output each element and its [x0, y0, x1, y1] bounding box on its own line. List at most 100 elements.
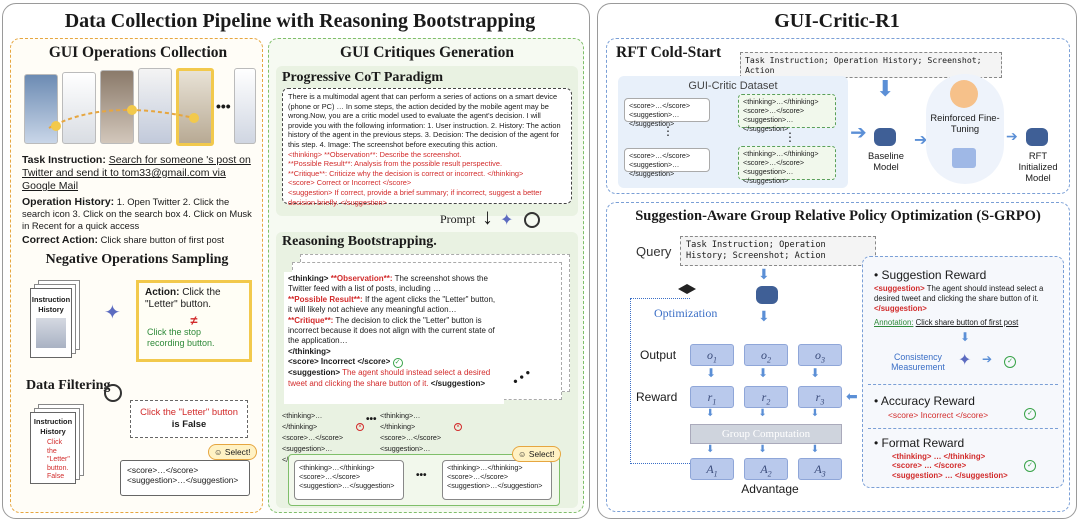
dataset-think: <thinking>…</thinking> [743, 97, 819, 106]
consistency-label: Consistency Measurement [891, 352, 945, 372]
cand-score: <score>…</score> [299, 472, 361, 481]
not-equal-symbol: ≠ [190, 313, 198, 328]
rft-title: RFT Cold-Start [616, 44, 722, 61]
rft-input-box: Task Instruction; Operation History; Scr… [740, 52, 1002, 78]
dataset-score: <score>…</score> [629, 101, 691, 110]
optimization-loop [630, 298, 690, 464]
baseline-to-rft-arrow-icon: ➔ [914, 132, 928, 149]
right-panel [597, 3, 1077, 519]
smile-icon: ☺ [518, 449, 527, 459]
dataset-sugg: <suggestion>…</suggestion> [629, 160, 680, 178]
phone-screenshot [138, 68, 172, 144]
consistency-arrow-icon: ➔ [982, 352, 993, 366]
critiques-title: GUI Critiques Generation [340, 44, 514, 61]
cand-think: <thinking>…</thinking> [299, 463, 375, 472]
grad-cap-icon [678, 284, 696, 294]
correct-action-label: Correct Action: [22, 234, 99, 246]
dataset-entry: <score>…</score> <suggestion>…</suggesti… [624, 98, 710, 128]
cand-score: <score>…</score> [447, 472, 509, 481]
boot-obs-key: **Observation**: [330, 274, 393, 283]
gui-operations-title: GUI Operations Collection [48, 44, 228, 61]
rft-to-init-arrow-icon: ➔ [1006, 128, 1018, 144]
dataset-entry-think: <thinking>…</thinking> <score>…</score> … [738, 94, 836, 133]
prompt-intro: There is a multimodal agent that can per… [288, 92, 561, 149]
accuracy-reward-text: <score> Incorrect </score> [888, 410, 989, 420]
query-down-arrow-icon: ⬇ [758, 266, 770, 282]
reward-divider [868, 384, 1058, 385]
candidate-dots: ••• [366, 414, 377, 425]
format-reward-lines: <thinking> … </thinking> <score> … </sco… [892, 452, 1008, 480]
boot-sugg-key: <suggestion> [288, 368, 341, 378]
cand-score: <score>…</score> [282, 433, 344, 442]
reinforced-label: Reinforced Fine-Tuning [930, 112, 1000, 134]
filter-doc-red-text: Click the "Letter" button. False [47, 439, 70, 481]
dataset-entry-think: <thinking>…</thinking> <score>…</score> … [738, 146, 836, 185]
format-reward-title: • Format Reward [874, 436, 965, 450]
policy-robot-icon [756, 286, 778, 304]
filter-doc-label: Instruction History [33, 417, 73, 436]
dataset-sugg: <suggestion>…</suggestion> [743, 115, 794, 133]
task-instruction: Task Instruction: Search for someone 's … [22, 154, 258, 193]
group-computation-box: Group Computation [690, 424, 842, 444]
more-screenshots-ellipsis: ••• [216, 98, 231, 114]
prompt-down-arrow-icon: ↓ [482, 204, 493, 229]
brain-icon [950, 80, 978, 108]
operation-history-text: 1. Open Twitter 2. Click the search icon… [22, 196, 252, 231]
advantage-a2: A2 [744, 458, 788, 480]
input-down-arrow-icon: ⬇ [876, 76, 895, 101]
task-instruction-label: Task Instruction: [22, 154, 106, 166]
query-label: Query [636, 244, 672, 259]
filter-claim-box: Click the "Letter" button is False [130, 400, 248, 438]
operation-history-label: Operation History: [22, 196, 115, 208]
selected-dots: ••• [416, 470, 427, 481]
cand-think: <thinking>…</thinking> [447, 463, 523, 472]
cand-think: <thinking>…</thinking> [380, 411, 421, 431]
prompt-line-4: <score> Correct or Incorrect </score> [288, 178, 412, 188]
policy-down-arrow-icon: ⬇ [758, 308, 770, 324]
check-icon: ✓ [1004, 356, 1016, 368]
boot-obs-value: The screenshot shows the Twitter feed wi… [288, 274, 488, 294]
boot-score: <score> Incorrect </score> [288, 357, 391, 367]
boot-think-close: </thinking> [288, 346, 331, 356]
ai-sparkle-icon: ✦ [104, 302, 121, 324]
phone-screenshot [234, 68, 256, 144]
check-icon: ✓ [1024, 460, 1036, 472]
neg-doc-label: Instruction History [31, 295, 71, 314]
prompt-line-5: <suggestion> If correct, provide a brief… [288, 187, 542, 207]
dataset-to-model-arrow-icon: ➔ [850, 122, 867, 144]
filter-select-text: Select! [224, 447, 251, 457]
swipe-arrow-icon [48, 105, 199, 131]
dataset-title: GUI-Critic Dataset [688, 80, 778, 92]
filter-select-badge: ☺ Select! [208, 444, 257, 460]
prompt-line-3: **Critique**: Criticize why the decision… [288, 168, 524, 178]
group-arrows-icon: ⬇⬇⬇ [706, 444, 864, 455]
boot-cri-value: The decision to click the "Letter" butto… [288, 315, 495, 346]
advantage-a1: A1 [690, 458, 734, 480]
selected-candidate-box: <thinking>…</thinking> <score>…</score> … [294, 460, 404, 500]
phone-screenshot [62, 72, 96, 144]
accuracy-reward-title: • Accuracy Reward [874, 394, 975, 408]
filter-claim-black: is False [171, 418, 207, 429]
prompt-box: There is a multimodal agent that can per… [282, 88, 572, 207]
ai-sparkle-icon: ✦ [958, 352, 972, 369]
neg-action-box: Action: Click the "Letter" button. ≠ Cli… [136, 280, 252, 362]
cross-icon: × [454, 423, 462, 431]
left-panel [2, 3, 590, 519]
dataset-entry: <score>…</score> <suggestion>…</suggesti… [624, 148, 710, 178]
dataset-sugg: <suggestion>…</suggestion> [629, 110, 680, 128]
cand-think: <thinking>…</thinking> [282, 411, 323, 431]
optimization-label: Optimization [654, 306, 718, 320]
reward-to-panel-arrow-icon: ⬅ [846, 388, 858, 404]
task-instruction-text: Search for someone 's post on Twitter an… [22, 154, 251, 192]
filter-claim-red: Click the "Letter" button [140, 406, 238, 417]
boot-think-open: <thinking> [288, 274, 329, 283]
correct-action: Correct Action: Click share button of fi… [22, 234, 258, 246]
filter-output-box: <score>…</score> <suggestion>…</suggesti… [120, 460, 250, 496]
output-o3: o3 [798, 344, 842, 366]
ai-sparkle-icon: ✦ [500, 212, 514, 229]
output-arrows-icon: ⬇⬇⬇ [706, 366, 863, 380]
dataset-score: <score>…</score> [743, 158, 805, 167]
dataset-vdots: ⋮ [662, 124, 674, 138]
phone-screenshot [24, 74, 58, 144]
prompt-label: Prompt [440, 212, 476, 226]
